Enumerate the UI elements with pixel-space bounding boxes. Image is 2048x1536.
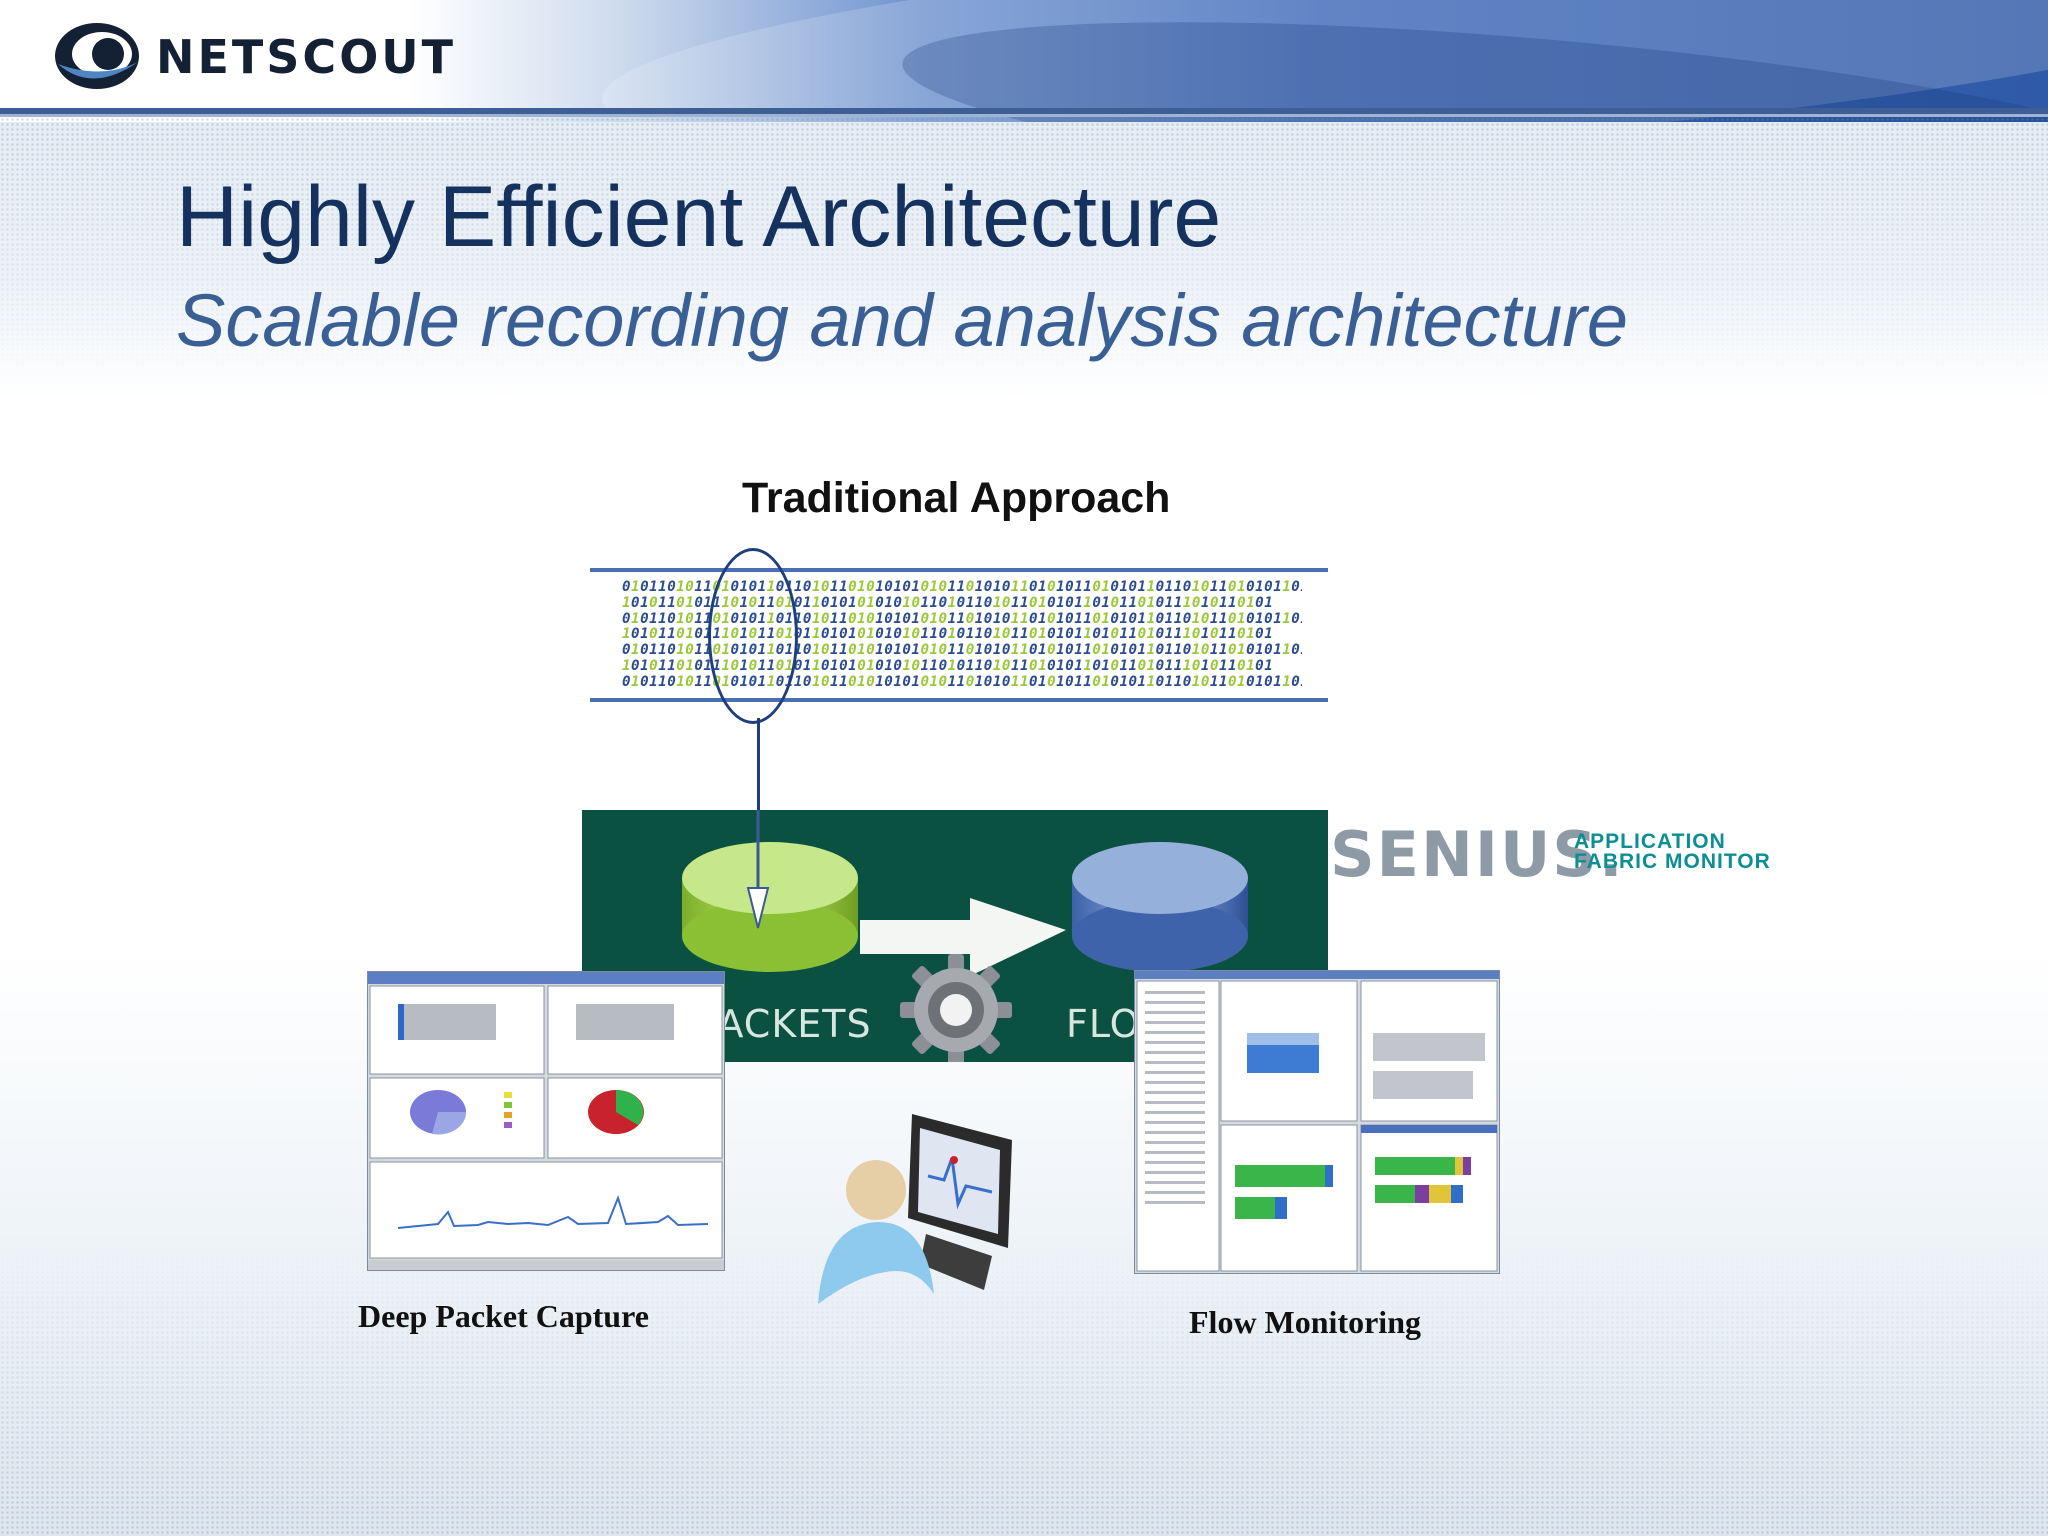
genius-tagline: FABRIC MONITOR	[1574, 850, 1771, 873]
genius-tagline: APPLICATION	[1574, 830, 1726, 853]
header-divider	[0, 114, 2048, 117]
background-dot-pattern	[0, 117, 2048, 377]
caption-flow-monitoring: Flow Monitoring	[1189, 1304, 1421, 1340]
slide-title: Highly Efficient Architecture	[176, 169, 1222, 265]
packets-to-flow-graphic	[682, 810, 1248, 1066]
capture-oval	[708, 548, 798, 724]
header-banner	[0, 0, 2048, 122]
capture-connector-line	[757, 718, 760, 818]
flow-arrow-icon	[860, 898, 1066, 976]
flow-data-disk-icon	[1072, 842, 1248, 972]
deep-packet-capture-screenshot	[367, 971, 725, 1271]
stream-top-rule	[590, 568, 1328, 572]
flow-monitoring-screenshot	[1134, 970, 1500, 1274]
processing-panel	[582, 810, 1328, 1066]
packets-label: PACKETS	[696, 1002, 872, 1046]
packet-capture-dashboard-graphic	[368, 972, 724, 1270]
genius-logo: SENIUS.	[1330, 818, 1625, 891]
header-divider	[0, 108, 2048, 114]
background-dot-pattern	[0, 1240, 2048, 1536]
slide-subtitle: Scalable recording and analysis architec…	[176, 279, 1629, 362]
flow-monitor-dashboard-graphic	[1135, 971, 1499, 1272]
packets-disk-icon	[682, 842, 858, 972]
caption-deep-packet-capture: Deep Packet Capture	[358, 1298, 649, 1334]
brand-wordmark: NETSCOUT	[156, 30, 457, 84]
netscout-eye-logo-icon	[55, 23, 139, 89]
gear-icon	[900, 954, 1012, 1066]
stream-bottom-rule	[590, 698, 1328, 702]
diagram-heading: Traditional Approach	[742, 474, 1171, 522]
user-at-monitor-icon	[818, 1114, 1012, 1304]
